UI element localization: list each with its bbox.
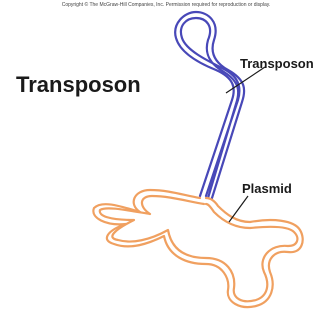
transposon-element [175,12,244,198]
transposon-strand-inner [181,18,239,198]
plasmid-strand-inner [100,196,298,301]
transposon-label: Transposon [240,56,314,71]
transposon-strand-outer [175,12,244,198]
plasmid-element [93,190,302,307]
plasmid-leader-line [229,196,248,222]
plasmid-label: Plasmid [242,181,292,196]
